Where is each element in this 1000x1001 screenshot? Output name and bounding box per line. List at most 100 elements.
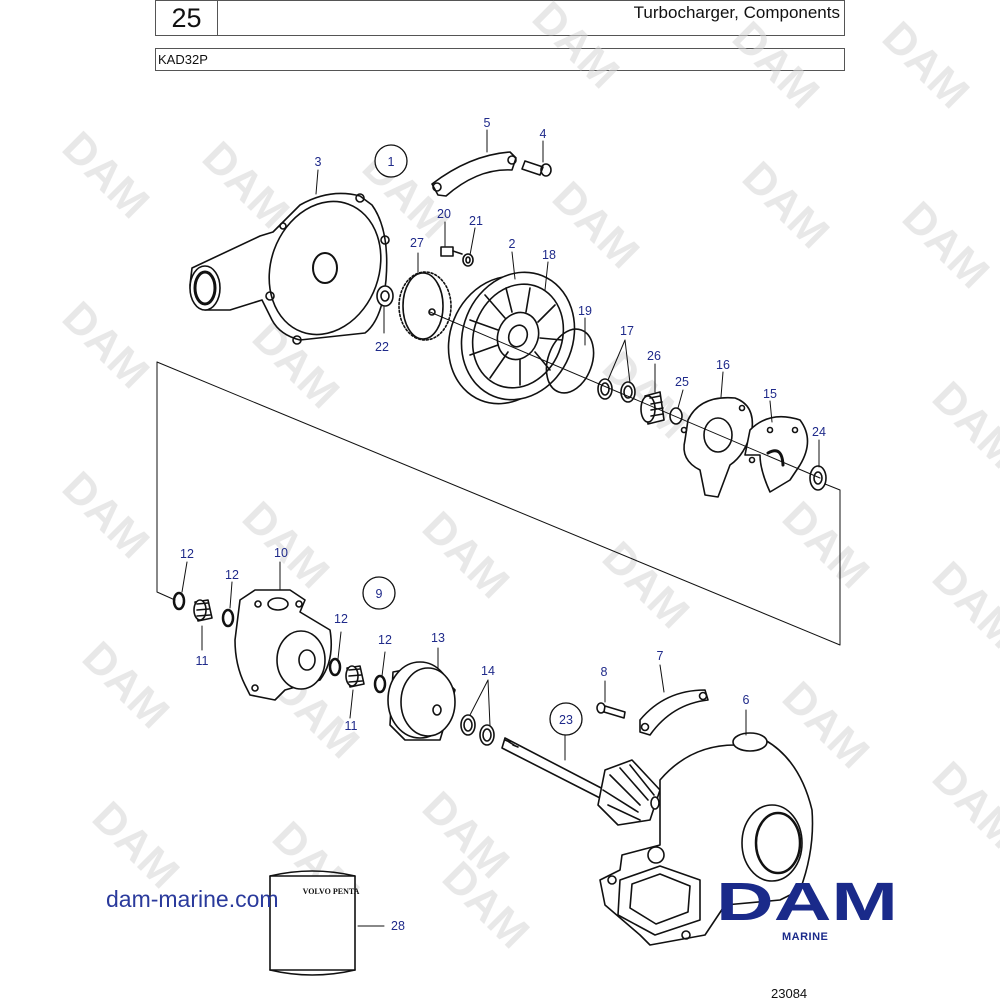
nut-22 [376, 285, 394, 307]
callout-18: 18 [542, 248, 556, 262]
bushing-11b [345, 665, 365, 688]
circled-ref-9: 9 [362, 576, 396, 610]
callout-17: 17 [620, 324, 634, 338]
callout-25: 25 [675, 375, 689, 389]
o-ring-19 [545, 328, 595, 394]
screw-8 [596, 702, 626, 719]
dam-logo: DAM [716, 872, 898, 932]
ring-12c [328, 657, 342, 677]
model-label: KAD32P [158, 52, 208, 67]
svg-text:DAM: DAM [893, 192, 999, 298]
page-title: Turbocharger, Components [633, 3, 840, 22]
svg-text:DAM: DAM [773, 492, 879, 598]
svg-text:DAM: DAM [716, 872, 898, 932]
circled-ref-23: 23 [549, 702, 583, 736]
bolt-4 [521, 160, 552, 177]
svg-text:DAM: DAM [593, 532, 699, 638]
svg-text:DAM: DAM [733, 152, 839, 258]
thrust-collar-26 [640, 391, 665, 425]
callout-15: 15 [763, 387, 777, 401]
svg-text:DAM: DAM [53, 292, 159, 398]
callout-22: 22 [375, 340, 389, 354]
svg-text:1: 1 [388, 155, 395, 169]
back-plate-18 [447, 271, 576, 405]
callout-19: 19 [578, 304, 592, 318]
callout-8: 8 [601, 665, 608, 679]
leader-lines [181, 129, 820, 927]
callout-13: 13 [431, 631, 445, 645]
callout-11b: 11 [345, 719, 358, 733]
svg-text:9: 9 [376, 587, 383, 601]
bearing-housing-10 [234, 589, 333, 701]
callout-14: 14 [481, 664, 495, 678]
heat-shield-13 [387, 661, 456, 741]
svg-text:23: 23 [559, 713, 573, 727]
clamp-upper [431, 151, 517, 197]
callout-10: 10 [274, 546, 288, 560]
callout-4: 4 [540, 127, 547, 141]
ring-12a [172, 591, 186, 611]
connector-right [156, 361, 841, 646]
callout-5: 5 [484, 116, 491, 130]
rings-17 [597, 378, 636, 403]
turbine-housing-6 [599, 732, 814, 946]
bushing-11a [193, 599, 213, 622]
ring-12b [221, 608, 235, 628]
callout-20: 20 [437, 207, 451, 221]
clamp-lower-7 [639, 689, 709, 736]
callout-labels: 3 5 4 20 21 27 2 18 19 17 26 25 16 15 24… [180, 116, 826, 933]
connector-left [156, 361, 176, 601]
screw-20 [440, 246, 463, 257]
svg-text:DAM: DAM [923, 552, 1000, 658]
circled-ref-1: 1 [374, 144, 408, 178]
axis-line-upper [429, 311, 821, 479]
callout-11a: 11 [196, 654, 209, 668]
gasket-kit-box-28 [269, 870, 356, 976]
callout-12c: 12 [334, 612, 348, 626]
svg-text:DAM: DAM [723, 12, 829, 118]
sleeve-25 [669, 407, 683, 425]
compressor-wheel-27 [398, 271, 452, 341]
callout-24: 24 [812, 425, 826, 439]
turbine-shaft-23 [501, 737, 661, 826]
svg-text:DAM: DAM [523, 0, 629, 98]
insert-plate-15 [744, 415, 809, 493]
callout-12b: 12 [225, 568, 239, 582]
page-number-box: 25 [155, 0, 218, 36]
callout-27: 27 [410, 236, 424, 250]
callout-7: 7 [657, 649, 664, 663]
callout-28: 28 [391, 919, 405, 933]
callout-3: 3 [315, 155, 322, 169]
callout-16: 16 [716, 358, 730, 372]
watermark-layer: DAM DAM DAM DAM DAM DAM DAM DAM DAM DAM … [53, 0, 1000, 958]
svg-text:DAM: DAM [53, 122, 159, 228]
compressor-housing [189, 192, 390, 345]
callout-12a: 12 [180, 547, 194, 561]
svg-text:DAM: DAM [73, 632, 179, 738]
box-brand: VOLVO PENTA [303, 887, 360, 896]
callout-6: 6 [743, 693, 750, 707]
svg-text:DAM: DAM [873, 12, 979, 118]
model-box: KAD32P [155, 48, 845, 71]
rings-14 [460, 714, 495, 746]
callout-21: 21 [469, 214, 483, 228]
title-box: Turbocharger, Components [217, 0, 845, 36]
svg-text:DAM: DAM [413, 502, 519, 608]
svg-text:DAM: DAM [53, 462, 159, 568]
svg-text:DAM: DAM [923, 752, 1000, 858]
callout-26: 26 [647, 349, 661, 363]
reference-number: 23084 [771, 986, 808, 1001]
callout-12d: 12 [378, 633, 392, 647]
svg-text:DAM: DAM [83, 792, 189, 898]
svg-text:DAM: DAM [923, 372, 1000, 478]
page-number: 25 [171, 2, 202, 33]
callout-2: 2 [509, 237, 516, 251]
nut-24 [809, 465, 827, 491]
ring-12d [373, 674, 387, 694]
logo-marine-text: MARINE [782, 931, 829, 943]
thrust-plate-16 [680, 396, 754, 498]
svg-text:DAM: DAM [543, 172, 649, 278]
washer-21 [462, 253, 474, 267]
website-url[interactable]: dam-marine.com [106, 886, 279, 912]
